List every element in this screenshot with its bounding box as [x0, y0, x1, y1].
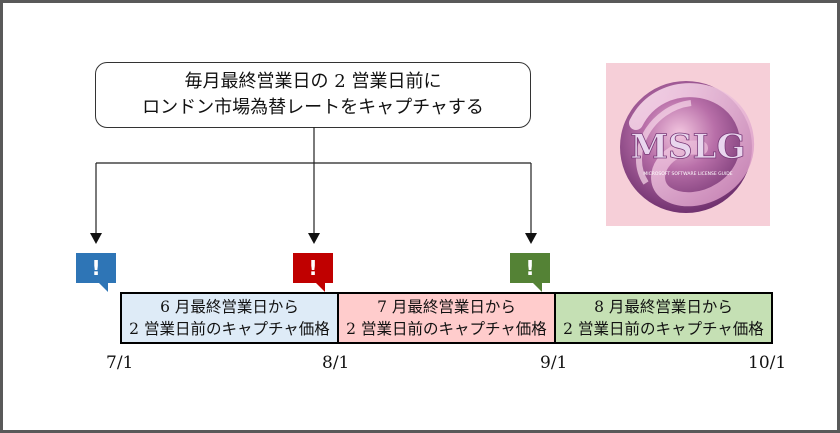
period-july-line-2: 2 営業日前のキャプチャ価格 [129, 320, 330, 338]
period-september-line-1: 8 月最終営業日から [594, 298, 733, 316]
warning-icon-2: ! [293, 253, 333, 292]
mslg-logo: MSLG MICROSOFT SOFTWARE LICENSE GUIDE [606, 63, 770, 226]
callout-line-1: 毎月最終営業日の 2 営業日前に [184, 71, 442, 92]
period-july-line-1: 6 月最終営業日から [160, 298, 299, 316]
logo-graphic: MSLG MICROSOFT SOFTWARE LICENSE GUIDE [620, 81, 755, 213]
logo-subtext: MICROSOFT SOFTWARE LICENSE GUIDE [643, 171, 732, 177]
period-august-line-2: 2 営業日前のキャプチャ価格 [346, 320, 547, 338]
logo-text: MSLG [630, 127, 745, 167]
callout-box: 毎月最終営業日の 2 営業日前に ロンドン市場為替レートをキャプチャする [95, 62, 531, 128]
tick-label-4: 10/1 [748, 353, 787, 373]
period-september-line-2: 2 営業日前のキャプチャ価格 [563, 320, 764, 338]
warning-icon-1: ! [76, 253, 116, 292]
tick-label-1: 7/1 [106, 353, 134, 373]
period-september: 8 月最終営業日から 2 営業日前のキャプチャ価格 [554, 292, 773, 344]
arrowhead-2 [308, 233, 320, 244]
arrowhead-1 [90, 233, 102, 244]
callout-line-2: ロンドン市場為替レートをキャプチャする [142, 97, 484, 118]
period-july: 6 月最終営業日から 2 営業日前のキャプチャ価格 [120, 292, 339, 344]
tick-label-3: 9/1 [540, 353, 568, 373]
period-august: 7 月最終営業日から 2 営業日前のキャプチャ価格 [337, 292, 556, 344]
tick-label-2: 8/1 [322, 353, 350, 373]
period-august-line-1: 7 月最終営業日から [377, 298, 516, 316]
warning-icon-3: ! [510, 253, 550, 292]
arrowhead-3 [525, 233, 537, 244]
